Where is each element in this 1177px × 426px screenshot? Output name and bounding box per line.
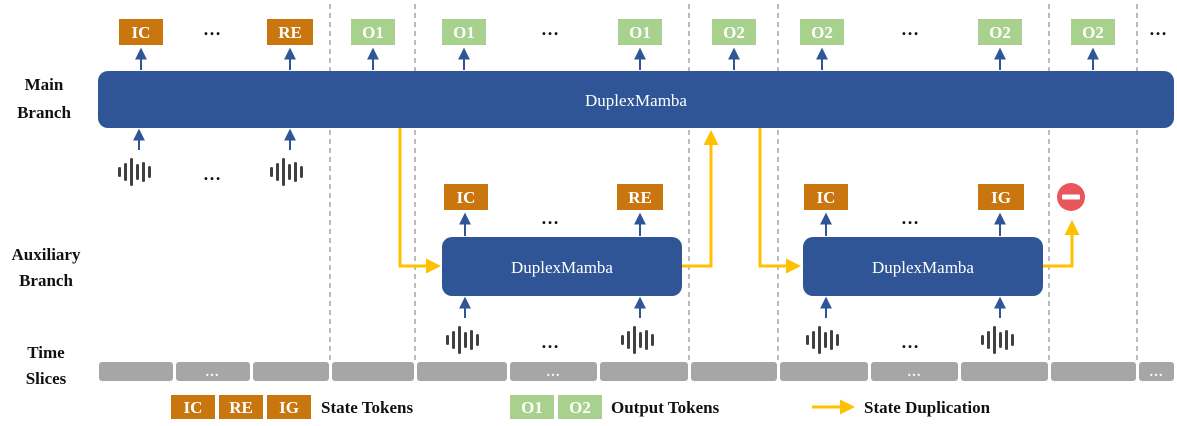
aux1-duplexmamba-label: DuplexMamba [511, 258, 613, 277]
ellipsis: … [541, 208, 559, 228]
token-ic [804, 184, 848, 210]
main-output-tokens: IC … RE O1 O1 … O1 O2 O2 … O2 O2 … [119, 19, 1167, 45]
token-ic-label: IC [132, 23, 151, 42]
token-o1-label: O1 [362, 23, 384, 42]
token-o1-label: O1 [453, 23, 475, 42]
ellipsis: … [205, 365, 219, 380]
time-slice [600, 362, 688, 381]
legend-token-re-label: RE [229, 398, 253, 417]
time-slice [871, 362, 958, 381]
audio-wave-icon [446, 326, 479, 354]
token-o2-label: O2 [811, 23, 833, 42]
time-slice [691, 362, 777, 381]
audio-wave-icon [118, 158, 151, 186]
audio-wave-icon [270, 158, 303, 186]
token-re-label: RE [628, 188, 652, 207]
legend-token-ic [171, 395, 215, 419]
token-o2 [1071, 19, 1115, 45]
token-o1 [442, 19, 486, 45]
time-slices-label-line2: Slices [26, 369, 67, 388]
legend-token-re [219, 395, 263, 419]
legend-token-o2 [558, 395, 602, 419]
token-ig-label: IG [991, 188, 1011, 207]
aux1-duplexmamba-block [442, 237, 682, 296]
token-o2-label: O2 [989, 23, 1011, 42]
aux-branch-label-line1: Auxiliary [12, 245, 81, 264]
main-duplexmamba-block [98, 71, 1174, 128]
time-slice [961, 362, 1048, 381]
legend-output-tokens-label: Output Tokens [611, 398, 720, 417]
ellipsis: … [901, 332, 919, 352]
aux2-duplexmamba-label: DuplexMamba [872, 258, 974, 277]
token-ic-label: IC [457, 188, 476, 207]
ellipsis: … [901, 19, 919, 39]
ellipsis: … [203, 19, 221, 39]
legend-token-o2-label: O2 [569, 398, 591, 417]
legend: IC RE IG State Tokens O1 O2 Output Token… [171, 395, 991, 419]
audio-wave-icon [981, 326, 1014, 354]
ellipsis: … [546, 365, 560, 380]
token-o1-label: O1 [629, 23, 651, 42]
token-o2 [978, 19, 1022, 45]
token-o2 [712, 19, 756, 45]
ellipsis: … [541, 19, 559, 39]
token-ic [444, 184, 488, 210]
time-slice [176, 362, 250, 381]
time-slice [99, 362, 173, 381]
token-ic [119, 19, 163, 45]
time-slice [332, 362, 414, 381]
legend-token-ig-label: IG [279, 398, 299, 417]
main-branch-label-line2: Branch [17, 103, 71, 122]
time-slices-label-line1: Time [27, 343, 65, 362]
token-re [617, 184, 663, 210]
aux2-arrows [820, 212, 1006, 318]
aux1-arrows [459, 212, 646, 318]
token-o2-label: O2 [723, 23, 745, 42]
token-re-label: RE [278, 23, 302, 42]
legend-token-o1-label: O1 [521, 398, 543, 417]
legend-state-duplication-label: State Duplication [864, 398, 991, 417]
legend-token-o1 [510, 395, 554, 419]
token-o2-label: O2 [1082, 23, 1104, 42]
stop-icon [1057, 183, 1085, 211]
audio-wave-icon [621, 326, 654, 354]
token-o1 [351, 19, 395, 45]
time-slice [417, 362, 507, 381]
legend-token-ig [267, 395, 311, 419]
time-slice [510, 362, 597, 381]
ellipsis: … [1149, 365, 1163, 380]
time-slice [1139, 362, 1174, 381]
main-duplexmamba-label: DuplexMamba [585, 91, 687, 110]
time-slice [253, 362, 329, 381]
main-output-arrows [135, 47, 1099, 70]
token-o2 [800, 19, 844, 45]
aux2-duplexmamba-block [803, 237, 1043, 296]
ellipsis: … [541, 332, 559, 352]
main-input-arrows [133, 128, 296, 150]
time-slice [1051, 362, 1136, 381]
legend-token-ic-label: IC [184, 398, 203, 417]
time-slice-bar [99, 362, 1174, 381]
time-slice [780, 362, 868, 381]
token-ig [978, 184, 1024, 210]
state-duplication-arrows [398, 128, 1080, 274]
audio-wave-icon [806, 326, 839, 354]
ellipsis: … [1149, 19, 1167, 39]
legend-state-tokens-label: State Tokens [321, 398, 413, 417]
ellipsis: … [203, 164, 221, 184]
ellipsis: … [907, 365, 921, 380]
token-re [267, 19, 313, 45]
ellipsis: … [901, 208, 919, 228]
token-o1 [618, 19, 662, 45]
aux-branch-label-line2: Branch [19, 271, 73, 290]
main-branch-label-line1: Main [25, 75, 64, 94]
token-ic-label: IC [817, 188, 836, 207]
